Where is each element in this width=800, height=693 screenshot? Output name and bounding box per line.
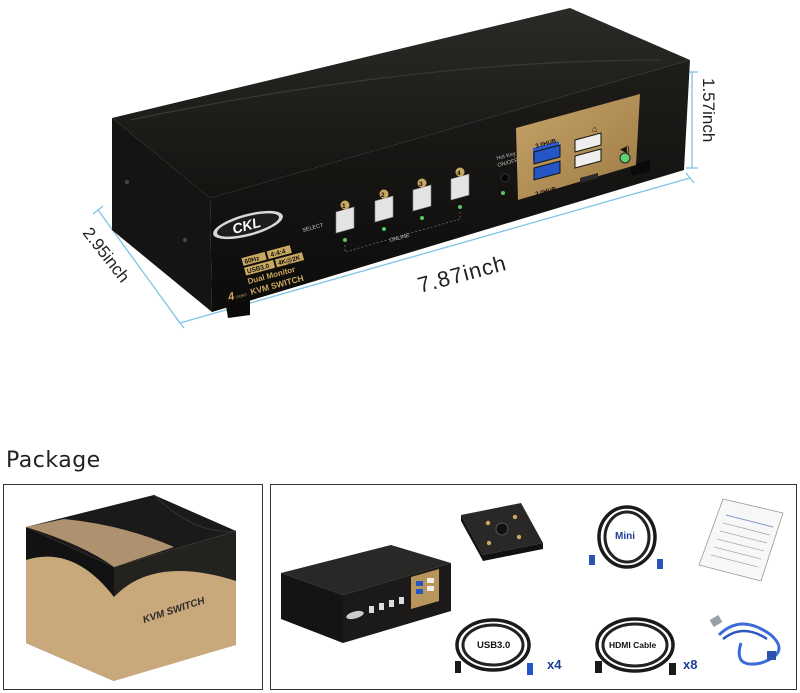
wired-remote-item	[461, 503, 543, 561]
usb-b-cable-item	[709, 615, 781, 666]
usb20-hub-label: 2.0HUB	[535, 186, 558, 197]
hdmi-cable-qty: x8	[683, 657, 697, 672]
mini-cable-label: Mini	[615, 531, 635, 542]
kvm-device-photo: 3.0HUB 2.0HUB ⌂ ◀) Hot Key ON/OFF 1 2 3 …	[79, 8, 718, 329]
port-number-2: 2	[381, 192, 385, 199]
brand-logo: CKL	[213, 210, 283, 240]
hotkey-button[interactable]	[500, 173, 510, 183]
spec-port-word: PORT	[236, 292, 248, 300]
spec-60hz: 60Hz	[244, 255, 261, 266]
user-manual-item	[698, 498, 784, 582]
port-button-1[interactable]	[335, 206, 355, 234]
port-number-1: 1	[342, 203, 346, 210]
online-label: ONLINE	[389, 233, 411, 244]
package-title: Package	[6, 448, 101, 473]
usb-port-panel	[516, 94, 640, 200]
hotkey-onoff-label: ON/OFF	[497, 158, 519, 169]
hdmi-cable-item	[595, 617, 676, 675]
port-button-2[interactable]	[374, 195, 394, 223]
height-dimension: 1.57inch	[699, 78, 718, 142]
spec-port-number: 4	[226, 290, 236, 303]
usb30-hub-label: 3.0HUB	[535, 138, 558, 149]
speaker-icon: ◀)	[620, 144, 630, 154]
port-number-3: 3	[419, 181, 423, 188]
mini-cable-item	[589, 505, 663, 569]
usb30-cable-qty: x4	[547, 657, 562, 672]
hotkey-label: Hot Key	[496, 151, 517, 162]
dimension-lines	[92, 71, 698, 329]
port-number-4: 4	[457, 170, 461, 177]
usb30-cable-label: USB3.0	[477, 640, 510, 651]
spec-444: 4:4:4	[270, 248, 287, 259]
brand-name: CKL	[230, 214, 262, 237]
package-contents: Mini USB3.0 x4 HDMI Cable x8	[281, 498, 784, 675]
package-contents-panel: Mini USB3.0 x4 HDMI Cable x8	[270, 484, 797, 690]
select-label: SELECT	[302, 222, 325, 233]
width-dimension: 7.87inch	[415, 250, 510, 298]
port-button-3[interactable]	[412, 184, 432, 212]
port-button-4[interactable]	[450, 173, 470, 201]
usb30-cable-item	[455, 618, 533, 675]
port-buttons	[335, 167, 470, 253]
package-box-panel: KVM SWITCH	[3, 484, 263, 690]
product-box-illustration: KVM SWITCH	[26, 494, 237, 681]
mouse-icon: ⌂	[592, 124, 597, 134]
hdmi-cable-label: HDMI Cable	[609, 640, 657, 650]
kvm-switch-item	[281, 545, 451, 643]
hotkey-led	[501, 191, 505, 195]
